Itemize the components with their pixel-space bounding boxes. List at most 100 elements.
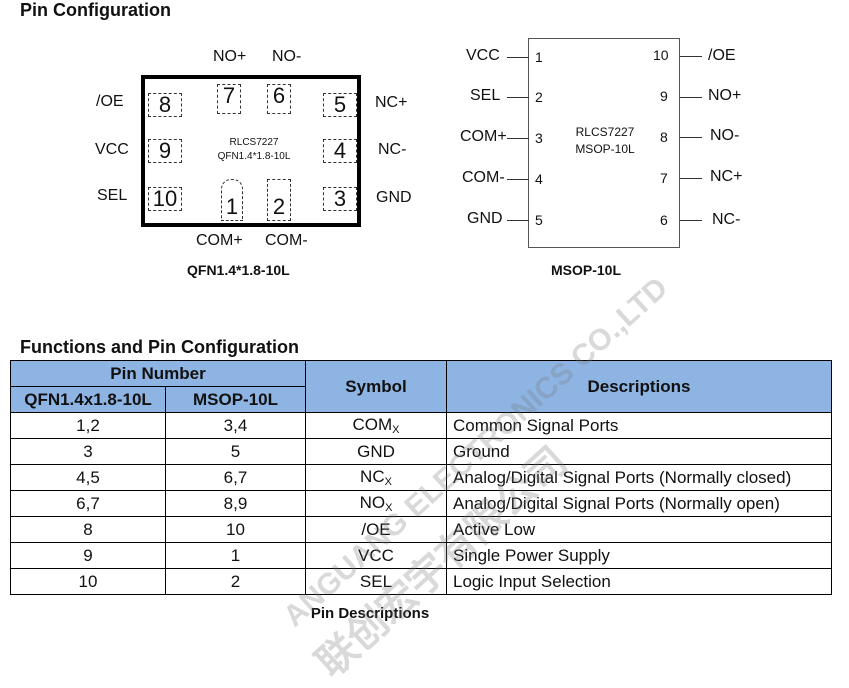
msop-pin-number: 6 (660, 212, 668, 228)
qfn-bottom-label: COM- (265, 232, 308, 249)
qfn-pad-5: 5 (323, 93, 357, 117)
msop-lead (507, 97, 529, 98)
qfn-left-label: VCC (95, 141, 129, 158)
table-caption: Pin Descriptions (310, 605, 430, 622)
qfn-pad-3: 3 (323, 187, 357, 211)
msop-pin-number: 5 (535, 212, 543, 228)
msop-pin-number: 3 (535, 130, 543, 146)
qfn-right-label: NC- (378, 141, 407, 158)
symbol-cell: GND (305, 438, 447, 465)
qfn-pin-cell: 6,7 (10, 490, 166, 517)
symbol-text: NC (360, 467, 385, 486)
msop-lead (507, 57, 529, 58)
qfn-chip-name: RLCS7227 (229, 137, 279, 148)
msop-lead (680, 97, 702, 98)
msop-lead (680, 137, 702, 138)
msop-right-label: NO- (710, 127, 740, 144)
pin-description-table: Pin Number Symbol Descriptions QFN1.4x1.… (10, 360, 832, 595)
msop-chip-package: MSOP-10L (575, 142, 635, 156)
symbol-cell: SEL (305, 568, 447, 595)
msop-right-label: NO+ (708, 87, 742, 104)
msop-lead (507, 220, 529, 221)
msop-pin-cell: 3,4 (165, 412, 306, 439)
msop-left-label: GND (467, 210, 503, 227)
msop-package-body: RLCS7227 MSOP-10L (528, 38, 680, 248)
pin-configuration-heading: Pin Configuration (20, 0, 171, 20)
msop-caption: MSOP-10L (551, 262, 622, 278)
msop-pin-cell: 8,9 (165, 490, 306, 517)
msop-lead (680, 56, 702, 57)
msop-column-header: MSOP-10L (165, 386, 306, 413)
msop-left-label: SEL (470, 87, 501, 104)
symbol-header: Symbol (305, 360, 447, 413)
msop-lead (680, 220, 702, 221)
qfn-right-label: NC+ (375, 94, 408, 111)
qfn-pad-8: 8 (148, 93, 182, 117)
msop-right-label: /OE (708, 47, 736, 64)
msop-pin-number: 2 (535, 89, 543, 105)
qfn-pad-7: 7 (217, 84, 241, 114)
msop-right-label: NC- (712, 211, 741, 228)
qfn-left-label: /OE (96, 93, 124, 110)
msop-pin-number: 7 (660, 170, 668, 186)
qfn-right-label: GND (376, 189, 412, 206)
msop-lead (507, 138, 529, 139)
qfn-left-label: SEL (97, 187, 128, 204)
qfn-caption: QFN1.4*1.8-10L (187, 262, 290, 278)
msop-pin-cell: 1 (165, 542, 306, 569)
qfn-pad-1: 1 (221, 179, 243, 221)
msop-lead (507, 179, 529, 180)
symbol-text: /OE (361, 519, 391, 539)
qfn-bottom-label: COM+ (196, 232, 243, 249)
qfn-pin-cell: 3 (10, 438, 166, 465)
symbol-text: COM (352, 415, 393, 434)
qfn-pin-cell: 1,2 (10, 412, 166, 439)
msop-pin-cell: 6,7 (165, 464, 306, 491)
description-cell: Analog/Digital Signal Ports (Normally op… (446, 490, 832, 517)
symbol-text: SEL (359, 571, 393, 591)
msop-pin-number: 9 (660, 88, 668, 104)
symbol-subscript: X (392, 424, 400, 436)
msop-pin-cell: 2 (165, 568, 306, 595)
symbol-text: NO (359, 493, 386, 512)
qfn-chip-package: QFN1.4*1.8-10L (217, 151, 291, 162)
pin-number-header: Pin Number (10, 360, 306, 387)
qfn-pin-cell: 9 (10, 542, 166, 569)
symbol-cell: /OE (305, 516, 447, 543)
qfn-package-body: 7 6 8 9 10 5 4 3 1 2 RLCS7227 QFN1.4*1.8… (141, 75, 361, 227)
msop-pin-number: 1 (535, 49, 543, 65)
qfn-pad-6: 6 (267, 84, 291, 114)
msop-pin-number: 8 (660, 129, 668, 145)
description-cell: Common Signal Ports (446, 412, 832, 439)
symbol-cell: VCC (305, 542, 447, 569)
symbol-subscript: X (384, 476, 392, 488)
description-cell: Ground (446, 438, 832, 465)
qfn-pad-2: 2 (267, 179, 291, 221)
qfn-pin-cell: 8 (10, 516, 166, 543)
symbol-text: GND (357, 441, 395, 461)
msop-right-label: NC+ (710, 168, 743, 185)
functions-heading: Functions and Pin Configuration (20, 337, 299, 357)
msop-pin-cell: 10 (165, 516, 306, 543)
description-cell: Single Power Supply (446, 542, 832, 569)
qfn-pad-4: 4 (323, 139, 357, 163)
qfn-pin-cell: 4,5 (10, 464, 166, 491)
qfn-top-label: NO- (272, 48, 302, 65)
symbol-subscript: X (385, 502, 393, 514)
qfn-column-header: QFN1.4x1.8-10L (10, 386, 166, 413)
msop-pin-number: 10 (653, 47, 669, 63)
msop-pin-cell: 5 (165, 438, 306, 465)
description-cell: Analog/Digital Signal Ports (Normally cl… (446, 464, 832, 491)
description-cell: Active Low (446, 516, 832, 543)
symbol-cell: NOX (305, 490, 447, 517)
symbol-cell: COMX (305, 412, 447, 439)
qfn-pad-10: 10 (148, 187, 182, 211)
msop-chip-name: RLCS7227 (575, 125, 635, 139)
